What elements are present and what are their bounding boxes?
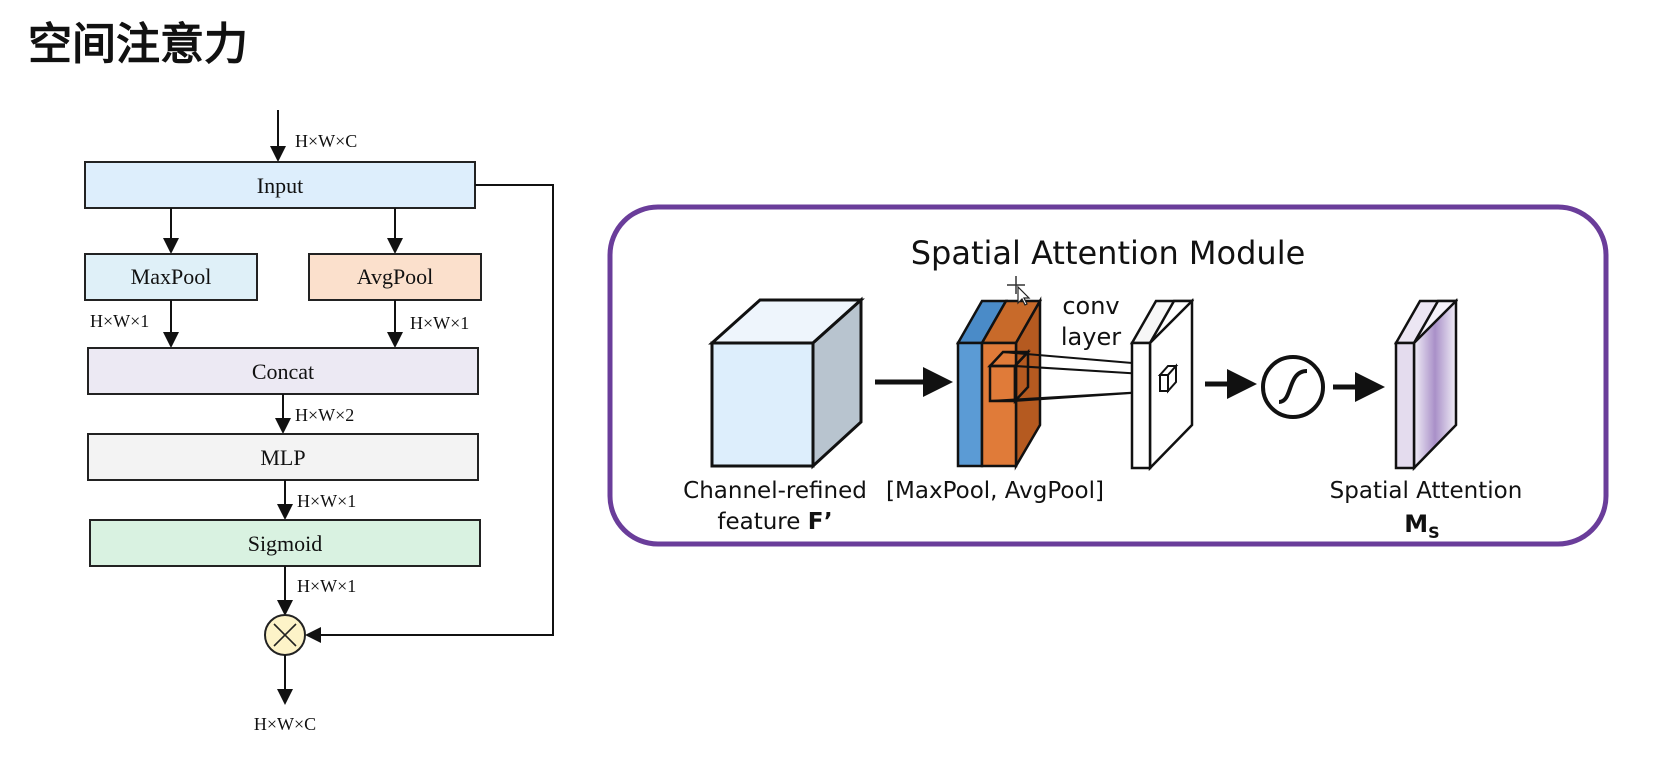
input-dim-label: H×W×C — [295, 131, 357, 151]
feature-symbol: F’ — [808, 509, 833, 535]
feature-label-text: feature — [717, 509, 800, 535]
pooled-feature-maps — [955, 296, 1043, 471]
concat-label: Concat — [252, 359, 314, 384]
concat-box — [87, 347, 479, 395]
attention-map-slab — [1393, 297, 1459, 472]
feature-label-line1: Channel-refined — [683, 478, 867, 504]
sigmoid-box — [89, 519, 481, 567]
input-box — [84, 161, 476, 209]
feature-label-line2: feature F’ — [717, 509, 832, 535]
conv-label-line2: layer — [1061, 323, 1121, 351]
maxpool-label: MaxPool — [131, 264, 212, 289]
input-label: Input — [257, 173, 303, 198]
maxpool-box — [84, 253, 258, 301]
conv-label-line1: conv — [1062, 292, 1119, 320]
avgpool-box — [308, 253, 482, 301]
flowchart: H×W×C Input MaxPool AvgPool H×W×1 H×W×1 … — [84, 110, 554, 734]
module-title: Spatial Attention Module — [911, 234, 1306, 272]
spatial-attention-module: Spatial Attention Module — [607, 204, 1609, 547]
feature-cube — [708, 296, 865, 470]
maxpool-dim-label: H×W×1 — [90, 311, 149, 331]
output-subscript: S — [1428, 523, 1440, 542]
output-dim-label: H×W×C — [254, 714, 316, 734]
skip-connection-arrow — [305, 184, 554, 643]
mlp-label: MLP — [260, 445, 305, 470]
sigmoid-dim-label: H×W×1 — [297, 576, 356, 596]
module-frame — [607, 204, 1609, 547]
output-symbol: M — [1404, 510, 1428, 538]
avgpool-dim-label: H×W×1 — [410, 313, 469, 333]
move-cursor-icon — [1007, 276, 1031, 306]
mlp-box — [87, 433, 479, 481]
output-symbol-line: MS — [1404, 510, 1439, 542]
sigmoid-icon — [1261, 355, 1325, 419]
output-label: Spatial Attention — [1330, 478, 1523, 504]
concat-dim-label: H×W×2 — [295, 405, 354, 425]
sigmoid-label: Sigmoid — [248, 531, 323, 556]
pool-label: [MaxPool, AvgPool] — [886, 478, 1104, 504]
conv-layer-slab — [1129, 297, 1195, 472]
mlp-dim-label: H×W×1 — [297, 491, 356, 511]
avgpool-label: AvgPool — [357, 264, 434, 289]
slide-title: 空间注意力 — [28, 19, 248, 70]
